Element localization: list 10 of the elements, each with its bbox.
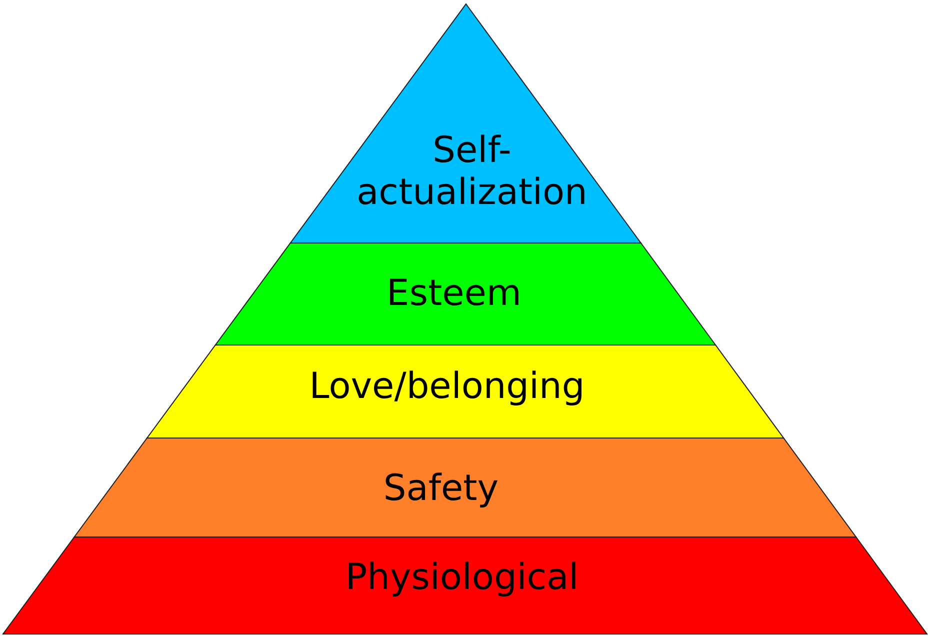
pyramid-tier xyxy=(290,4,641,243)
pyramid-tier xyxy=(74,438,857,537)
pyramid-tier xyxy=(2,537,927,634)
tier-label: Self-actualization xyxy=(356,130,588,214)
tier-label: Esteem xyxy=(386,273,522,315)
tier-label: Safety xyxy=(382,468,500,510)
tier-label: Physiological xyxy=(344,557,580,599)
pyramid-tier xyxy=(215,243,716,345)
tier-label: Love/belonging xyxy=(308,366,586,408)
pyramid-tier xyxy=(147,345,784,438)
